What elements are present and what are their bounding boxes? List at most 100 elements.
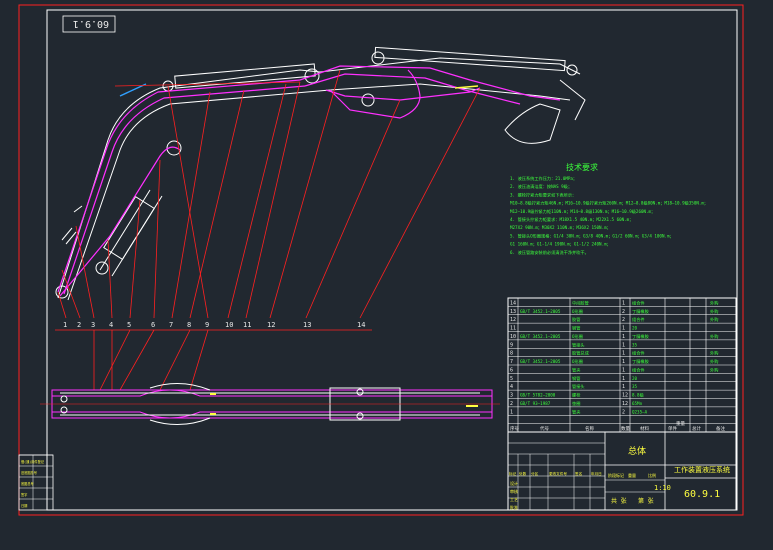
leader-plan-5 (189, 329, 209, 391)
plan-view (40, 383, 500, 425)
inner-border (46, 9, 738, 511)
hydraulic-line-stick-2 (304, 73, 521, 105)
leader-7 (171, 91, 211, 319)
side-view (55, 46, 586, 301)
bom-material: 丁腈橡胶 (632, 308, 649, 315)
bom-name: O形圈 (572, 333, 583, 340)
bom-no: 5 (510, 376, 513, 382)
callout-13: 13 (303, 321, 311, 329)
bom-qty: 1 (622, 384, 625, 390)
plan-boom-swell (149, 383, 211, 425)
title-block-scale: 1:10 (654, 484, 671, 492)
bom-qty: 1 (622, 326, 625, 332)
hydraulic-accent-blue (119, 83, 147, 97)
bom-header-cell: 代号 (540, 425, 549, 432)
bom-material: 丁腈橡胶 (632, 358, 649, 365)
boom-outline-upper (57, 69, 321, 299)
hydraulic-line-boom-2 (63, 85, 306, 295)
tech-req-line: 3. 螺栓拧紧力矩要求如下表所示： (510, 191, 576, 198)
bucket (504, 103, 561, 144)
bom-name: 胶管总成 (572, 350, 589, 357)
title-block-row-label: 处数 (519, 471, 527, 476)
bom-no: 11 (510, 326, 516, 332)
leader-4 (107, 239, 113, 319)
bom-name: 中间胶管 (572, 299, 589, 306)
leader-11 (245, 81, 301, 319)
bom-code: GB/T 3452.1—2005 (520, 359, 561, 364)
bucket-cyl-pin (371, 51, 385, 65)
bom-qty: 12 (622, 401, 628, 407)
bom-qty: 1 (622, 351, 625, 357)
title-block-drawing-title: 工作装置液压系统 (674, 465, 730, 474)
bom-no: 3 (510, 393, 513, 399)
bom-qty: 12 (622, 393, 628, 399)
leader-10 (227, 83, 287, 319)
leader-plan-4 (159, 329, 191, 391)
bom-qty: 1 (622, 367, 625, 373)
plan-pin-1 (60, 395, 68, 403)
bom-name: 管夹 (572, 366, 580, 373)
bom-qty: 1 (622, 334, 625, 340)
callout-10: 10 (225, 321, 233, 329)
bom-no: 10 (510, 334, 516, 340)
stick-outline-upper (319, 57, 581, 75)
tech-req-line: 2. 液压油清洁度：按NAS 9级； (510, 183, 572, 190)
leader-6 (153, 159, 161, 319)
title-block-row-label: 签名 (575, 471, 583, 476)
bom-qty: 1 (622, 359, 625, 365)
bom-note: 外购 (710, 366, 718, 373)
left-strip-label: 签字 (21, 492, 27, 497)
tech-req-line: M27X2 90N.m；M30X2 110N.m；M36X2 150N.m； (510, 225, 611, 231)
bom-name: O形圈 (572, 308, 583, 315)
callout-11: 11 (243, 321, 251, 329)
boom-cylinder-pin (95, 261, 109, 275)
bucket-linkage (559, 79, 586, 121)
left-strip-label: 日期 (21, 503, 27, 508)
bom-material: 组合件 (632, 299, 645, 306)
plan-pin-2 (60, 406, 68, 414)
left-strip-label: 旧底图总号 (21, 470, 37, 475)
title-block-row-label: 标记 (509, 471, 517, 476)
title-block-stage-label: 比例 (648, 472, 656, 478)
bom-material: 组合件 (632, 316, 645, 323)
plan-pipes (52, 389, 492, 419)
bom-no: 1 (510, 409, 513, 415)
leader-5 (129, 199, 141, 319)
callout-3: 3 (91, 321, 95, 329)
tech-req-line: 4. 管接头拧紧力矩要求：M18X1.5 40N.m；M22X1.5 60N.m… (510, 216, 633, 223)
title-block-name: 总体 (628, 445, 646, 457)
bom-qty: 2 (622, 409, 625, 415)
plan-boom-edges (60, 392, 480, 416)
bom-header-cell: 单件 (668, 425, 677, 432)
leader-9 (167, 85, 209, 319)
bom-note: 外购 (710, 308, 718, 315)
bom-material: 20 (632, 326, 638, 331)
bom-no: 8 (510, 351, 513, 357)
title-block-stage-label: 阶段标记 (608, 472, 624, 478)
bom-name: 胶管 (572, 316, 580, 323)
bom-qty: 2 (622, 309, 625, 315)
bom-name: 垫圈 (572, 400, 580, 407)
hydraulic-line-stick-1 (299, 65, 561, 101)
bom-material: 丁腈橡胶 (632, 333, 649, 340)
leader-lines (57, 69, 481, 391)
left-strip-label: 借(通)用件登记 (21, 459, 45, 464)
bom-header-cell: 总计 (692, 425, 701, 432)
bom-material: 65Mn (632, 401, 643, 406)
bom-qty: 1 (622, 342, 625, 348)
bom-note: 外购 (710, 358, 718, 365)
title-block-role-label: 工艺 (510, 497, 518, 502)
bom-note: 外购 (710, 316, 718, 323)
bom-note: 外购 (710, 350, 718, 357)
title-block-row-label: 更改文件号 (549, 471, 567, 476)
bom-no: 4 (510, 384, 513, 390)
bom-header-mass: 重量 (676, 420, 685, 427)
callout-1: 1 (63, 321, 67, 329)
